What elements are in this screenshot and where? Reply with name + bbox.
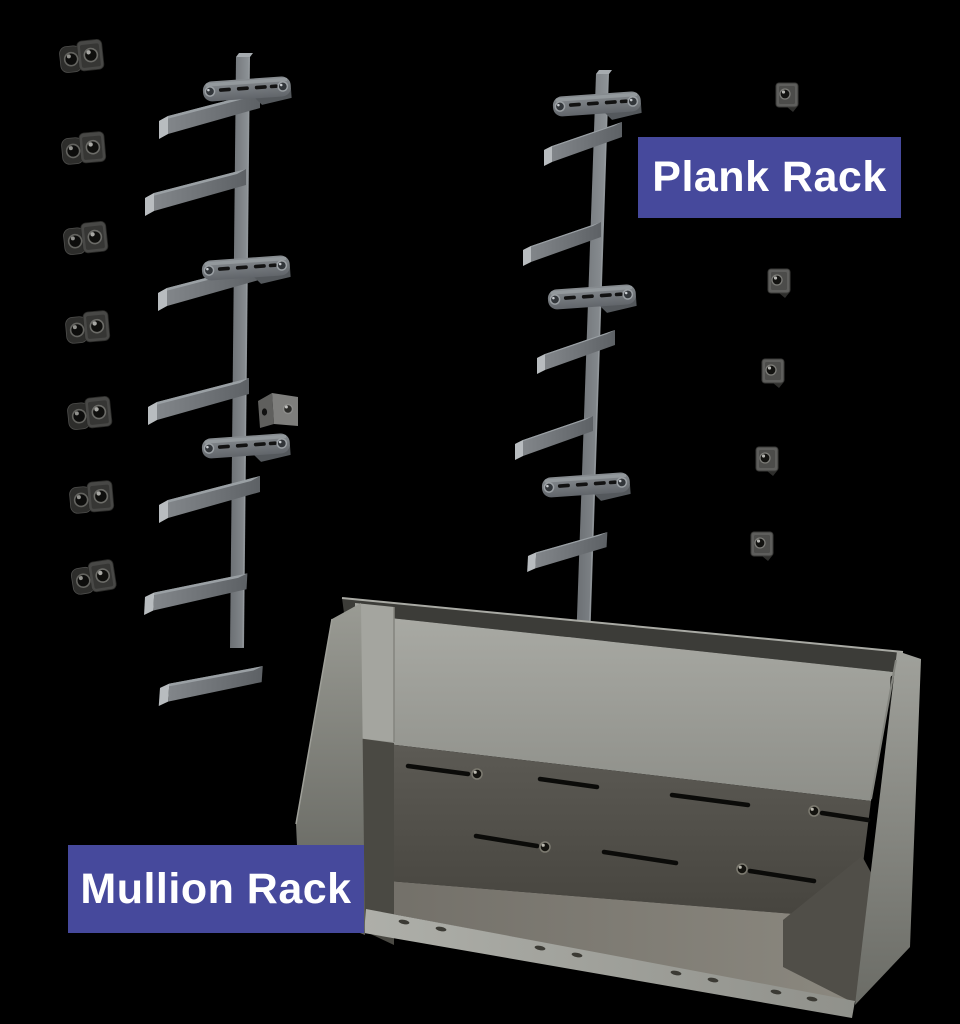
mullion-rack-bin bbox=[295, 597, 921, 1018]
rack-arm bbox=[523, 222, 601, 266]
plank-rack-left bbox=[144, 53, 293, 714]
mounting-clamp bbox=[65, 395, 114, 432]
rack-arm bbox=[145, 169, 246, 216]
rack-post-cap bbox=[596, 70, 612, 74]
mounting-clip bbox=[767, 268, 791, 299]
mounting-clamp bbox=[63, 309, 111, 345]
mounting-clip bbox=[761, 358, 785, 389]
mounting-clamp bbox=[68, 558, 118, 597]
rack-post-cap bbox=[236, 53, 253, 57]
rack-post bbox=[230, 57, 250, 648]
wall-screw bbox=[736, 863, 748, 875]
rack-arm bbox=[537, 330, 615, 374]
bin-left-inner-face bbox=[357, 738, 394, 945]
rack-arm bbox=[158, 659, 263, 714]
mullion-rack-label: Mullion Rack bbox=[68, 845, 364, 933]
mounting-clamp bbox=[61, 220, 110, 257]
rack-arm bbox=[527, 528, 608, 577]
mounting-clamp bbox=[67, 479, 115, 515]
bin-top-fold bbox=[342, 598, 903, 672]
wall-screw bbox=[471, 768, 483, 780]
bin-left-flange bbox=[355, 603, 394, 742]
mounting-clamp-column-left bbox=[57, 38, 118, 597]
bracket-hole bbox=[261, 408, 268, 416]
slotted-bracket bbox=[200, 432, 292, 467]
wall-screw bbox=[539, 841, 551, 853]
mounting-clip bbox=[755, 446, 779, 477]
mounting-clamp bbox=[57, 38, 106, 75]
bin-right-crease bbox=[870, 659, 897, 800]
corner-bracket bbox=[258, 393, 298, 428]
rack-post-edge bbox=[242, 57, 250, 648]
rack-arm bbox=[544, 122, 622, 166]
rack-arm bbox=[515, 416, 593, 460]
bin-front-lip bbox=[364, 909, 855, 1018]
bin-left-panel-edge bbox=[295, 618, 333, 825]
bin-floor bbox=[364, 879, 856, 1002]
rack-post bbox=[576, 74, 609, 645]
mounting-clamp bbox=[59, 130, 107, 166]
bracket-screw-glint bbox=[284, 405, 288, 409]
bracket-screw bbox=[282, 403, 294, 415]
plank-rack-label-text: Plank Rack bbox=[652, 153, 887, 201]
mounting-clip bbox=[775, 82, 799, 113]
mullion-rack-label-text: Mullion Rack bbox=[80, 864, 352, 913]
bin-inner-wall-slots bbox=[405, 763, 871, 884]
plank-rack-right bbox=[515, 70, 643, 670]
wall-screw bbox=[808, 805, 820, 817]
bin-lip-holes bbox=[398, 919, 818, 1002]
plank-rack-label: Plank Rack bbox=[638, 137, 901, 218]
bin-back-panel bbox=[344, 613, 893, 801]
bin-top-edge-highlight bbox=[341, 597, 904, 653]
bin-right-panel bbox=[855, 651, 921, 1005]
mounting-clip bbox=[750, 531, 774, 562]
